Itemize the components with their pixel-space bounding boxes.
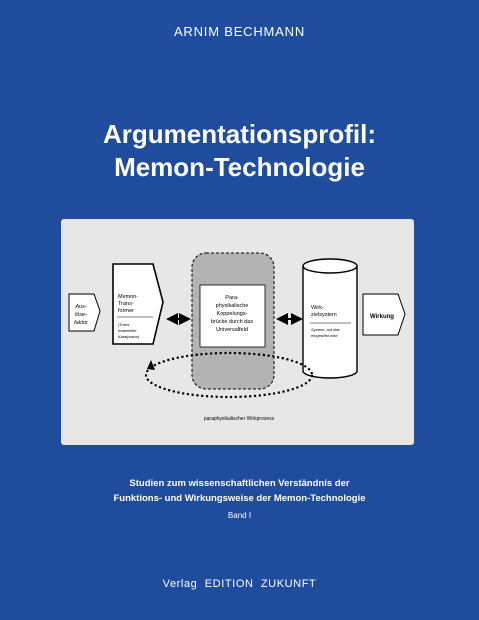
kopplungsbruecke-label-box — [199, 284, 266, 348]
memon-note-1: (Trans — [118, 322, 129, 327]
memon-label-1: Memon- — [118, 294, 138, 300]
ausloese-label-2: löse- — [75, 312, 87, 318]
wirkung-shape — [362, 293, 406, 336]
para-label-5: Universalfeld — [216, 327, 248, 333]
subtitle-line-2: Funktions- und Wirkungsweise der Memon-T… — [113, 493, 366, 504]
title-line-2: Memon-Technologie — [114, 152, 365, 182]
wirk-label-2: zielsystem — [311, 312, 337, 318]
volume-label: Band I — [227, 511, 252, 520]
memon-transformer-shape — [112, 263, 164, 345]
publisher: Verlag EDITION ZUKUNFT — [162, 578, 317, 590]
para-label-2: physikalische — [216, 303, 249, 309]
wirk-note-2: eingewirkt wird — [311, 333, 338, 338]
author-name: ARNIM BECHMANN — [173, 24, 306, 39]
para-label-3: Koppelungs- — [217, 311, 248, 317]
subtitle: Studien zum wissenschaftlichen Verständn… — [0, 476, 479, 506]
wirkzielsystem-cylinder — [302, 258, 358, 379]
wirk-label-1: Wirk- — [311, 305, 324, 311]
ausloese-label-1: Aus- — [74, 304, 86, 310]
memon-label-3: former — [118, 308, 134, 314]
wirk-note-1: System, auf das — [311, 327, 340, 332]
para-label-4: brücke durch das — [211, 319, 253, 325]
memon-label-2: Trans- — [118, 301, 134, 307]
memon-note-2: materieller — [118, 328, 137, 333]
ausloese-label-3: faktor — [74, 320, 89, 326]
wirkprozess-loop — [144, 351, 314, 399]
subtitle-line-1: Studien zum wissenschaftlichen Verständn… — [129, 478, 350, 489]
wirkprozess-label: paraphysikalischer Wirkprozess — [204, 416, 275, 422]
para-label-1: Para- — [225, 295, 239, 301]
book-title: Argumentationsprofil: Memon-Technologie — [0, 118, 479, 184]
ausloese-faktor-shape — [68, 293, 101, 332]
process-diagram: Aus- löse- faktor Memon- Trans- former (… — [61, 219, 414, 445]
memon-note-3: Katalysator) — [118, 334, 140, 339]
wirkung-label: Wirkung — [370, 314, 394, 320]
wirkprozess-arrowhead — [147, 360, 155, 370]
title-line-1: Argumentationsprofil: — [103, 119, 376, 149]
